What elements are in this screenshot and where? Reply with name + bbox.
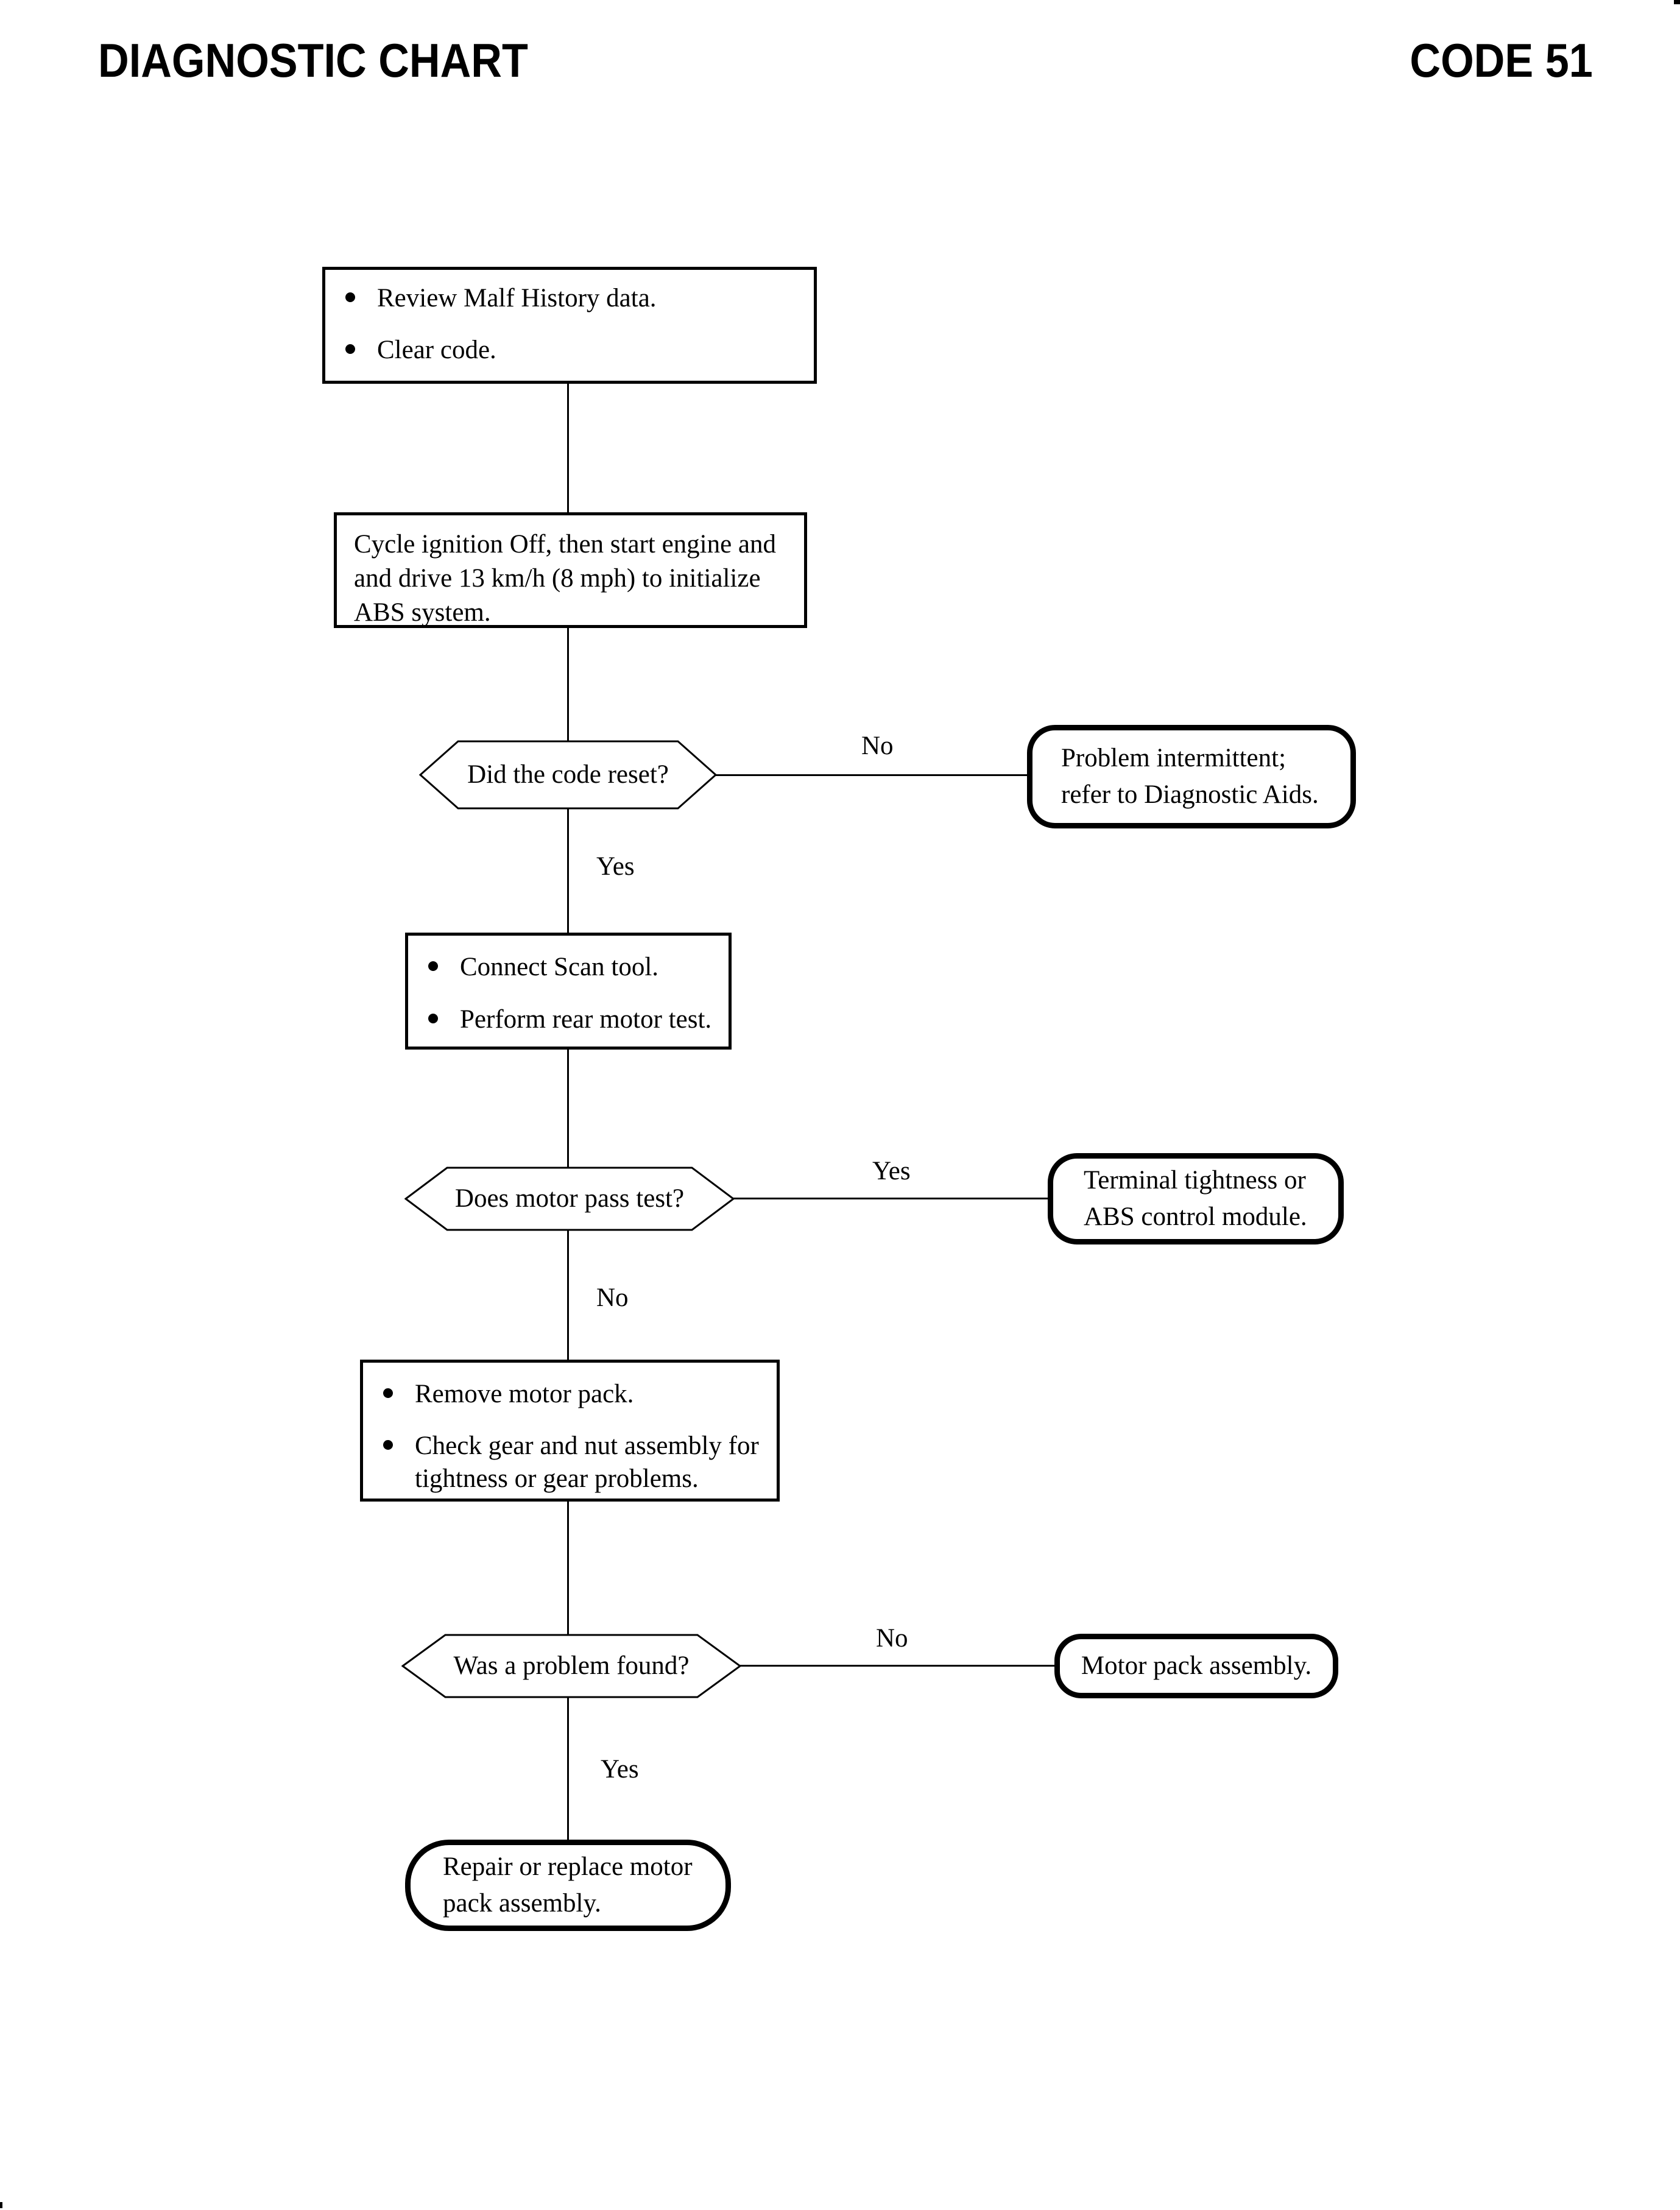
edge-label-no: No bbox=[596, 1283, 629, 1312]
terminal-line: Terminal tightness or bbox=[1084, 1166, 1306, 1195]
bullet-icon bbox=[345, 292, 355, 302]
connector-decision2-step4 bbox=[567, 1230, 569, 1361]
connector-decision2-terminal2 bbox=[733, 1198, 1050, 1199]
process-line: and drive 13 km/h (8 mph) to initialize bbox=[354, 564, 761, 593]
connector-decision1-terminal1 bbox=[716, 774, 1029, 776]
bullet-icon bbox=[428, 961, 438, 971]
edge-label-yes: Yes bbox=[872, 1157, 911, 1185]
bullet-icon bbox=[345, 344, 355, 354]
connector-step3-decision2 bbox=[567, 1048, 569, 1168]
connector-step2-decision1 bbox=[567, 627, 569, 742]
bullet-icon bbox=[383, 1388, 393, 1398]
page-title: DIAGNOSTIC CHART bbox=[98, 34, 528, 87]
scan-artifact-speck bbox=[0, 2202, 2, 2208]
edge-label-no: No bbox=[861, 732, 894, 760]
bullet-icon bbox=[428, 1014, 438, 1023]
decision-hexagon-did-code-reset: Did the code reset? bbox=[419, 740, 717, 810]
process-item: Review Malf History data. bbox=[377, 284, 657, 312]
edge-label-yes: Yes bbox=[596, 852, 635, 881]
terminal-line: refer to Diagnostic Aids. bbox=[1061, 780, 1319, 809]
hexagon-shape bbox=[404, 1167, 735, 1231]
terminal-line: Problem intermittent; bbox=[1061, 744, 1286, 772]
terminal-line: Repair or replace motor bbox=[443, 1852, 693, 1881]
terminal-box-motor-pack-assembly: Motor pack assembly. bbox=[1054, 1634, 1338, 1698]
connector-step1-step2 bbox=[567, 383, 569, 514]
process-box-step4: Remove motor pack. Check gear and nut as… bbox=[360, 1360, 780, 1502]
bullet-icon bbox=[383, 1440, 393, 1450]
scan-artifact-corner bbox=[1674, 0, 1680, 4]
process-item: Connect Scan tool. bbox=[460, 953, 659, 981]
process-item: Perform rear motor test. bbox=[460, 1005, 712, 1034]
edge-label-yes: Yes bbox=[601, 1755, 639, 1784]
process-box-step1: Review Malf History data. Clear code. bbox=[322, 267, 817, 384]
terminal-line: Motor pack assembly. bbox=[1081, 1651, 1312, 1680]
terminal-line: pack assembly. bbox=[443, 1889, 601, 1918]
decision-question: Does motor pass test? bbox=[454, 1184, 685, 1213]
process-box-step3: Connect Scan tool. Perform rear motor te… bbox=[405, 933, 732, 1050]
connector-decision1-step3 bbox=[567, 808, 569, 934]
process-item: Remove motor pack. bbox=[415, 1380, 634, 1408]
terminal-box-terminal-tightness: Terminal tightness or ABS control module… bbox=[1048, 1153, 1344, 1244]
decision-hexagon-problem-found: Was a problem found? bbox=[401, 1634, 741, 1698]
terminal-box-repair-replace: Repair or replace motor pack assembly. bbox=[405, 1840, 731, 1931]
decision-question: Was a problem found? bbox=[453, 1651, 690, 1680]
terminal-box-problem-intermittent: Problem intermittent; refer to Diagnosti… bbox=[1027, 725, 1356, 828]
connector-step4-decision3 bbox=[567, 1500, 569, 1636]
connector-decision3-terminal3 bbox=[740, 1665, 1057, 1667]
process-line: ABS system. bbox=[354, 598, 491, 627]
decision-question: Did the code reset? bbox=[467, 760, 669, 789]
hexagon-shape bbox=[401, 1634, 741, 1698]
process-item: Check gear and nut assembly for tightnes… bbox=[415, 1432, 759, 1493]
terminal-line: ABS control module. bbox=[1084, 1202, 1307, 1231]
process-line: Cycle ignition Off, then start engine an… bbox=[354, 530, 777, 559]
process-item: Clear code. bbox=[377, 336, 496, 364]
decision-hexagon-motor-pass-test: Does motor pass test? bbox=[404, 1167, 735, 1231]
page-code: CODE 51 bbox=[1410, 34, 1593, 87]
edge-label-no: No bbox=[876, 1624, 908, 1653]
hexagon-shape bbox=[419, 740, 717, 810]
process-box-step2: Cycle ignition Off, then start engine an… bbox=[334, 512, 807, 628]
connector-decision3-terminal4 bbox=[567, 1697, 569, 1841]
